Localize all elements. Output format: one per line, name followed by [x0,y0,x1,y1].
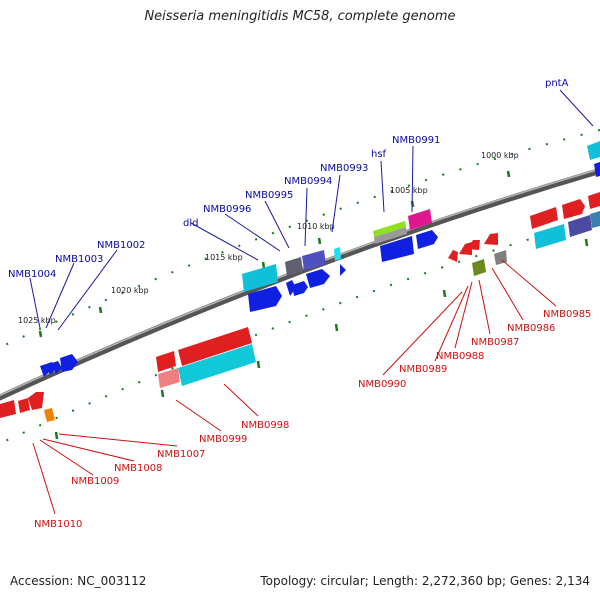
map-title: Neisseria meningitidis MC58, complete ge… [144,9,456,24]
tick-label-1025kbp: 1025 kbp [18,316,56,325]
tick-label-1000kbp: 1000 kbp [481,151,519,160]
gene-feature [178,327,252,366]
gene-label-NMB0986: NMB0986 [507,323,555,334]
gene-feature [468,240,480,250]
gene-feature [306,269,330,288]
gene-feature [448,250,458,262]
gene-feature [285,257,303,276]
gene-label-NMB1004: NMB1004 [8,269,56,280]
gene-label-NMB1008: NMB1008 [114,463,162,474]
accession-text: Accession: NC_003112 [10,574,147,588]
outer-tick-ring [0,129,600,349]
gene-feature [484,233,498,245]
gene-feature [588,192,600,209]
gene-label-NMB0988: NMB0988 [436,351,484,362]
gene-feature [334,247,341,261]
gene-label-dld: dld [183,218,198,229]
gene-feature [408,209,432,230]
gene-feature [60,354,78,372]
gene-feature [534,224,566,249]
gene-label-NMB0995: NMB0995 [245,190,293,201]
gene-feature [286,280,296,296]
gene-feature [530,207,558,229]
gene-feature [472,259,486,276]
gene-feature [44,408,55,422]
gene-feature [594,162,600,177]
gene-label-pntA: pntA [545,78,569,89]
gene-feature [52,361,62,374]
tick-label-1015kbp: 1015 kbp [205,253,243,262]
gene-label-NMB0994: NMB0994 [284,176,332,187]
gene-feature [590,211,600,228]
gene-label-NMB0998: NMB0998 [241,420,289,431]
gene-feature [340,264,346,276]
gene-label-NMB0999: NMB0999 [199,434,247,445]
reverse-strand-features [0,327,256,422]
gene-feature [158,368,180,388]
gene-feature [302,250,326,270]
tick-label-1005kbp: 1005 kbp [390,186,428,195]
gene-feature [28,392,44,410]
major-ticks [38,170,589,440]
gene-label-NMB1007: NMB1007 [157,449,205,460]
gene-label-NMB1002: NMB1002 [97,240,145,251]
gene-label-NMB1003: NMB1003 [55,254,103,265]
gene-label-NMB0991: NMB0991 [392,135,440,146]
gene-feature [242,264,278,292]
gene-feature [416,230,438,249]
gene-feature [373,221,406,237]
gene-feature [587,141,600,160]
gene-label-NMB0996: NMB0996 [203,204,251,215]
genome-summary-text: Topology: circular; Length: 2,272,360 bp… [260,574,590,588]
gene-label-hsf: hsf [371,149,387,160]
gene-label-NMB0985: NMB0985 [543,309,591,320]
gene-feature [292,281,308,296]
forward-leader-lines [29,89,594,331]
gene-feature [374,227,407,244]
gene-feature [380,236,414,262]
gene-label-NMB0987: NMB0987 [471,337,519,348]
gene-label-NMB1009: NMB1009 [71,476,119,487]
gene-feature [568,215,592,237]
gene-feature [0,400,16,418]
gene-feature [18,398,30,413]
gene-label-NMB1010: NMB1010 [34,519,82,530]
gene-feature [178,344,256,386]
gene-label-NMB0989: NMB0989 [399,364,447,375]
gene-feature [248,286,282,312]
gene-feature [562,199,585,219]
gene-feature [156,351,176,372]
reverse-leader-lines [32,259,557,515]
gene-feature [459,242,472,255]
tick-label-1020kbp: 1020 kbp [111,286,149,295]
tick-label-1010kbp: 1010 kbp [297,222,335,231]
gene-label-NMB0993: NMB0993 [320,163,368,174]
gene-label-NMB0990: NMB0990 [358,379,406,390]
forward-strand-features [40,141,600,377]
